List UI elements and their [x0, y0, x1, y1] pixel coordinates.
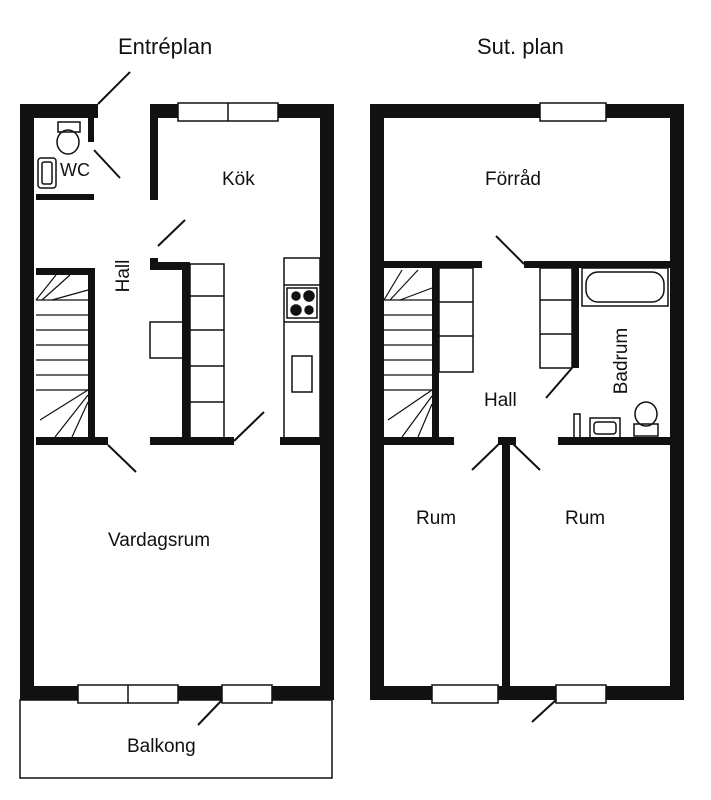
balcony-label: Balkong: [127, 736, 196, 757]
wc-fixtures: [37, 121, 81, 189]
entry-hall-label: Hall: [113, 259, 134, 293]
room-right-label: Rum: [565, 508, 606, 529]
upper-doors: [471, 235, 573, 723]
bathroom-fixtures: [573, 401, 659, 439]
kitchen-counter: [283, 257, 321, 439]
entry-outer-walls: [20, 104, 334, 700]
wc-label: WC: [60, 160, 90, 180]
room-left-label: Rum: [416, 508, 457, 529]
entry-cabinets: [149, 263, 225, 439]
upper-staircase: [383, 269, 433, 438]
bathtub: [581, 267, 669, 307]
entry-doors: [93, 71, 265, 726]
kitchen-label: Kök: [222, 169, 255, 190]
upper-windows: [431, 102, 607, 704]
upper-outer-walls: [370, 104, 684, 700]
entry-floor: [19, 71, 334, 779]
entry-floor-title: Entréplan: [118, 34, 213, 59]
living-room-label: Vardagsrum: [108, 530, 211, 551]
storage-label: Förråd: [485, 169, 541, 190]
upper-shelves: [438, 267, 573, 373]
entry-staircase: [35, 274, 89, 438]
upper-floor-title: Sut. plan: [477, 34, 564, 59]
upper-hall-label: Hall: [484, 390, 517, 411]
entry-windows: [77, 102, 279, 704]
upper-floor: [370, 102, 684, 723]
bathroom-label: Badrum: [611, 327, 632, 395]
